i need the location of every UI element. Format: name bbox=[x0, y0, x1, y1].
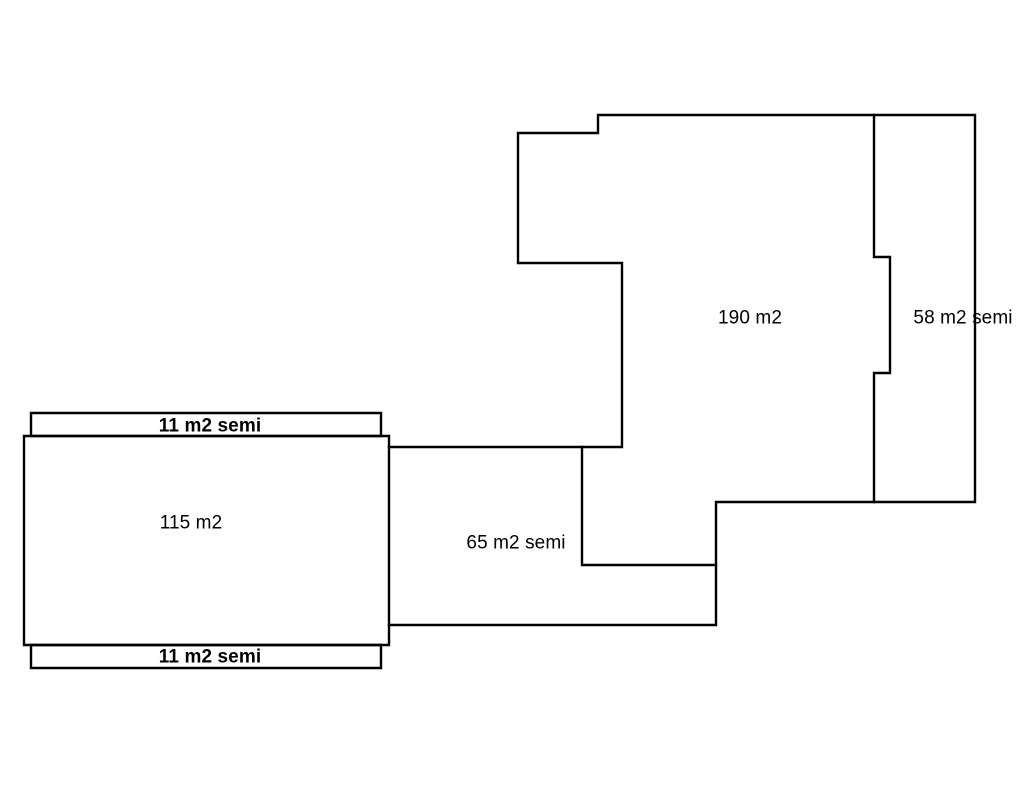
left-bottom-band-outline bbox=[29, 643, 383, 670]
upper-main-outline bbox=[516, 113, 977, 567]
left-main-outline bbox=[22, 434, 391, 647]
right-strip-divider bbox=[872, 113, 892, 504]
upper-and-middle-outline bbox=[387, 445, 718, 627]
left-top-band-outline bbox=[29, 411, 383, 438]
plan-outline-group bbox=[22, 113, 977, 670]
